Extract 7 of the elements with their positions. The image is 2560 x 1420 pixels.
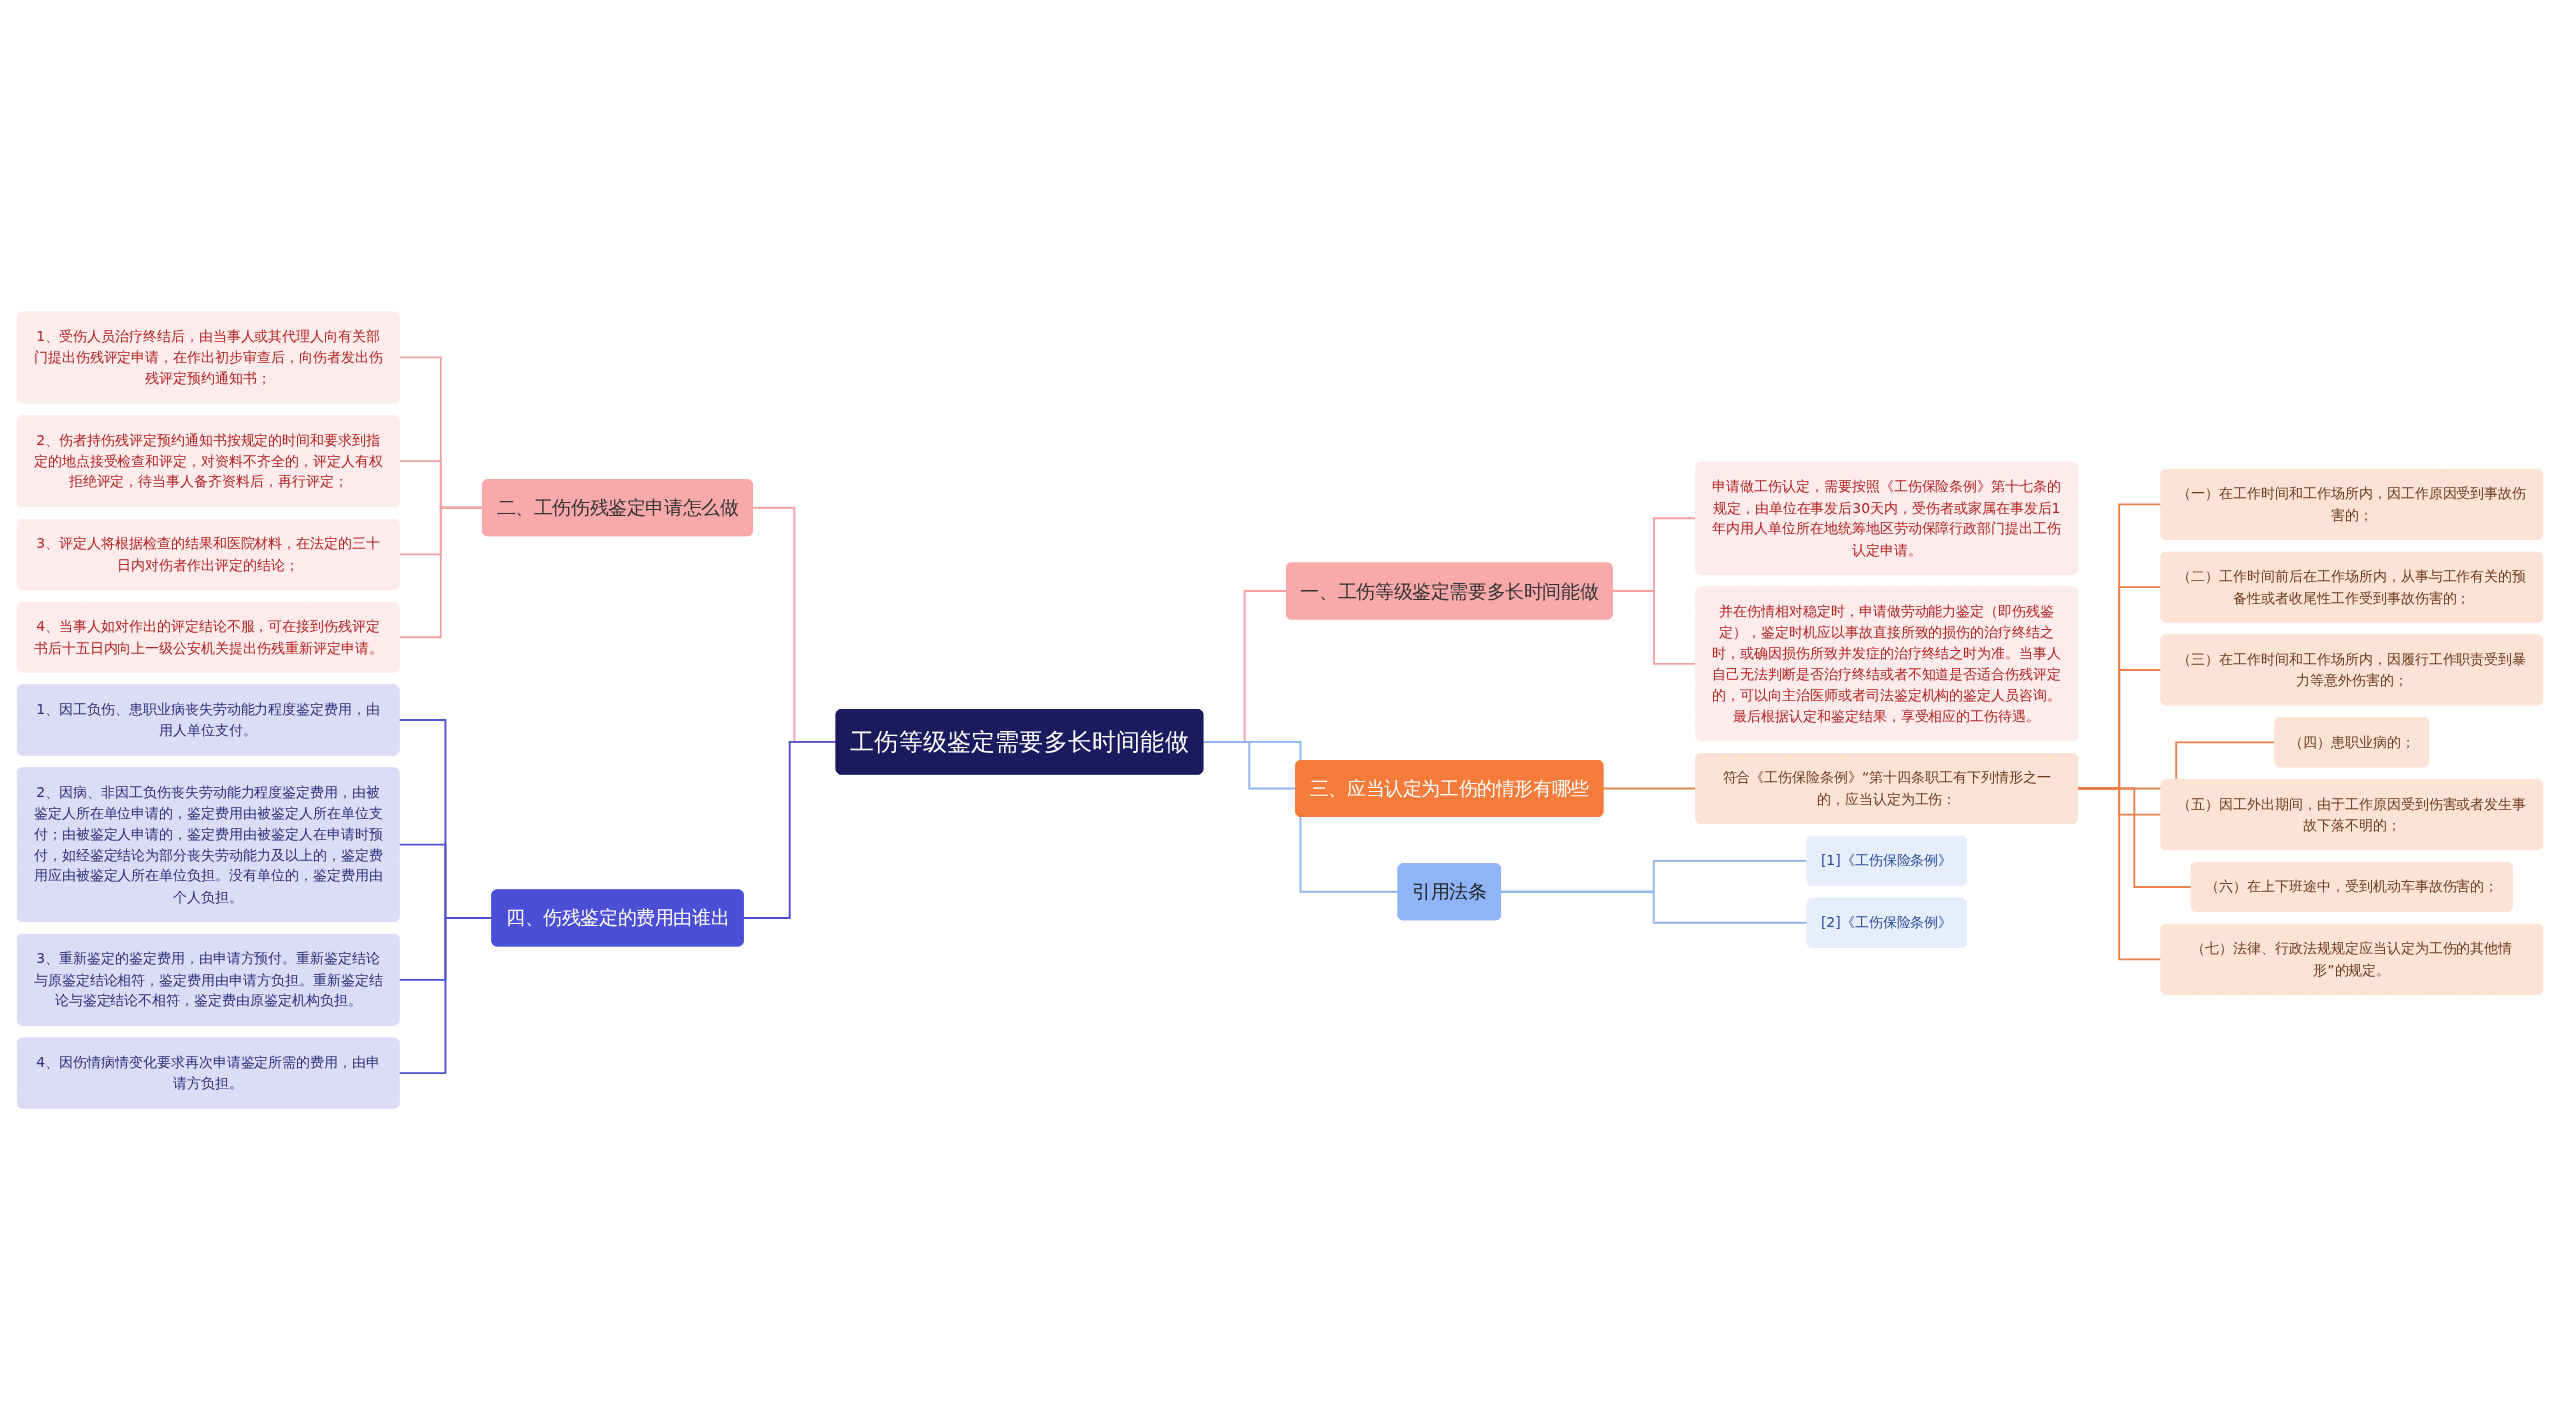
connector [2076, 787, 2162, 961]
connector [742, 740, 838, 919]
connector [1601, 787, 1697, 790]
connector [1611, 590, 1697, 665]
connector [1499, 890, 1808, 924]
connector [398, 506, 484, 639]
connector [398, 917, 493, 1074]
